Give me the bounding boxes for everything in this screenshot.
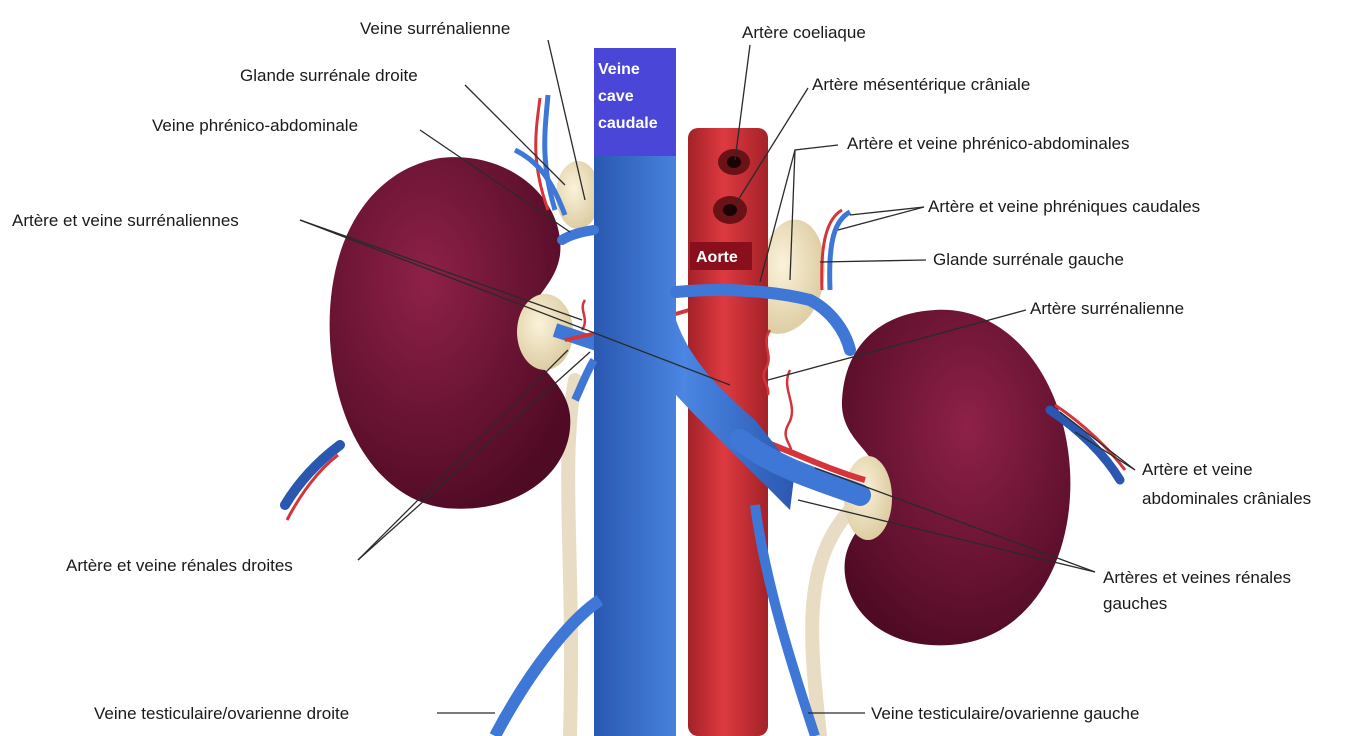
label-veine-phrenico-abdominale: Veine phrénico-abdominale: [152, 116, 358, 135]
label-abdominales-craniales-line2: abdominales crâniales: [1142, 489, 1311, 508]
label-artere-veine-phrenico-abdominales: Artère et veine phrénico-abdominales: [847, 134, 1130, 153]
label-artere-surrenalienne: Artère surrénalienne: [1030, 299, 1184, 318]
label-artere-coeliaque: Artère coeliaque: [742, 23, 866, 42]
label-abdominales-craniales-line1: Artère et veine: [1142, 460, 1253, 479]
right-abdominal-vein: [285, 445, 340, 505]
vena-cava-tag-line2: cave: [598, 88, 634, 105]
right-adrenal-artery: [582, 300, 585, 330]
right-testicular-vein: [495, 600, 600, 736]
label-veine-surrenalienne: Veine surrénalienne: [360, 19, 510, 38]
celiac-artery-lumen: [727, 156, 741, 168]
aorta-tag-text: Aorte: [696, 249, 738, 266]
label-artere-veine-phreniques-caudales: Artère et veine phréniques caudales: [928, 197, 1200, 216]
aorta-tag: Aorte: [690, 242, 752, 270]
vena-cava-tag-line3: caudale: [598, 115, 658, 132]
right-phrenico-abdominal-vein: [562, 230, 594, 240]
leader-abdominales-craniales-1: [1060, 412, 1135, 470]
leader-phreniques-caudales-1: [850, 207, 924, 215]
vena-cava-tag-line1: Veine: [598, 61, 640, 78]
leader-phreniques-caudales-2: [838, 207, 924, 230]
label-artere-veine-renales-droites: Artère et veine rénales droites: [66, 556, 293, 575]
label-renales-gauches-line1: Artères et veines rénales: [1103, 568, 1291, 587]
left-adrenal-artery-2: [786, 370, 792, 455]
mesenteric-artery-lumen: [723, 204, 737, 216]
label-glande-surrenale-gauche: Glande surrénale gauche: [933, 250, 1124, 269]
label-artere-veine-surrenaliennes: Artère et veine surrénaliennes: [12, 211, 239, 230]
label-glande-surrenale-droite: Glande surrénale droite: [240, 66, 418, 85]
label-veine-testiculaire-gauche: Veine testiculaire/ovarienne gauche: [871, 704, 1139, 723]
label-veine-testiculaire-droite: Veine testiculaire/ovarienne droite: [94, 704, 349, 723]
left-ureter: [812, 505, 855, 736]
leader-glande-surrenale-gauche: [820, 260, 926, 262]
vena-cava-tag: Veine cave caudale: [594, 48, 676, 156]
label-renales-gauches-line2: gauches: [1103, 594, 1167, 613]
label-artere-mesenterique-craniale: Artère mésentérique crâniale: [812, 75, 1030, 94]
left-phrenic-vein: [830, 212, 850, 290]
